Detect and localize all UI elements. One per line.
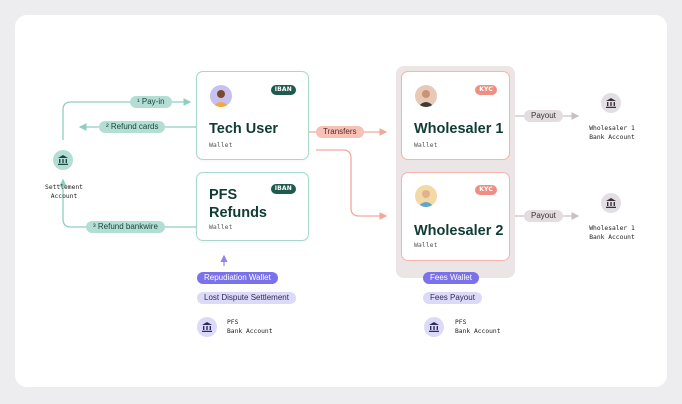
wallet-title: Tech User: [209, 121, 279, 137]
kyc-badge: KYC: [475, 85, 497, 95]
payout-pill-1: Payout: [524, 110, 563, 122]
iban-badge: IBAN: [270, 85, 296, 95]
wallet-subtitle: Wallet: [414, 241, 438, 249]
wallet-subtitle: Wallet: [414, 141, 438, 149]
wholesaler-1-bank-label: Wholesaler 1 Bank Account: [589, 125, 635, 141]
wholesaler-2-bank-label: Wholesaler 1 Bank Account: [589, 225, 635, 241]
transfer-line-2: [316, 149, 388, 220]
wholesaler-2-bank-icon: [601, 193, 621, 213]
wallet-subtitle: Wallet: [209, 141, 233, 149]
wholesaler-1-bank-icon: [601, 93, 621, 113]
pfs-bank-icon: [197, 317, 217, 337]
tech-user-wallet[interactable]: IBAN Tech User Wallet: [196, 71, 309, 160]
wallet-title: PFS Refunds: [209, 187, 267, 221]
repudiation-wallet-pill: Repudiation Wallet: [197, 272, 278, 284]
transfers-pill: Transfers: [316, 126, 364, 138]
wholesaler-1-avatar: [415, 85, 437, 107]
settlement-account-label: Settlement Account: [45, 184, 83, 200]
fees-payout-pill: Fees Payout: [423, 292, 482, 304]
refund-bankwire-pill: ³ Refund bankwire: [86, 221, 165, 233]
wallet-title: Wholesaler 1: [414, 121, 504, 137]
fees-wallet-pill: Fees Wallet: [423, 272, 479, 284]
settlement-bank-icon: [53, 150, 73, 170]
wholesaler-2-wallet[interactable]: KYC Wholesaler 2 Wallet: [401, 172, 510, 261]
refund-cards-pill: ² Refund cards: [99, 121, 166, 133]
tech-user-avatar: [210, 85, 232, 107]
refund-bankwire-line: [59, 178, 196, 228]
pfs-refunds-wallet[interactable]: IBAN PFS Refunds Wallet: [196, 172, 309, 241]
iban-badge: IBAN: [270, 184, 296, 194]
diagram-canvas: [15, 15, 667, 387]
wholesaler-1-wallet[interactable]: KYC Wholesaler 1 Wallet: [401, 71, 510, 160]
payout-pill-2: Payout: [524, 210, 563, 222]
fees-bank-account-label: PFS Bank Account: [455, 319, 501, 335]
wholesaler-2-avatar: [415, 185, 437, 207]
wallet-subtitle: Wallet: [209, 223, 233, 231]
kyc-badge: KYC: [475, 185, 497, 195]
pfs-bank-account-label: PFS Bank Account: [227, 319, 273, 335]
lost-dispute-pill: Lost Dispute Settlement: [197, 292, 296, 304]
payin-line: [62, 98, 192, 140]
wallet-title: Wholesaler 2: [414, 223, 504, 239]
payin-pill: ¹ Pay-in: [130, 96, 172, 108]
fees-bank-icon: [424, 317, 444, 337]
